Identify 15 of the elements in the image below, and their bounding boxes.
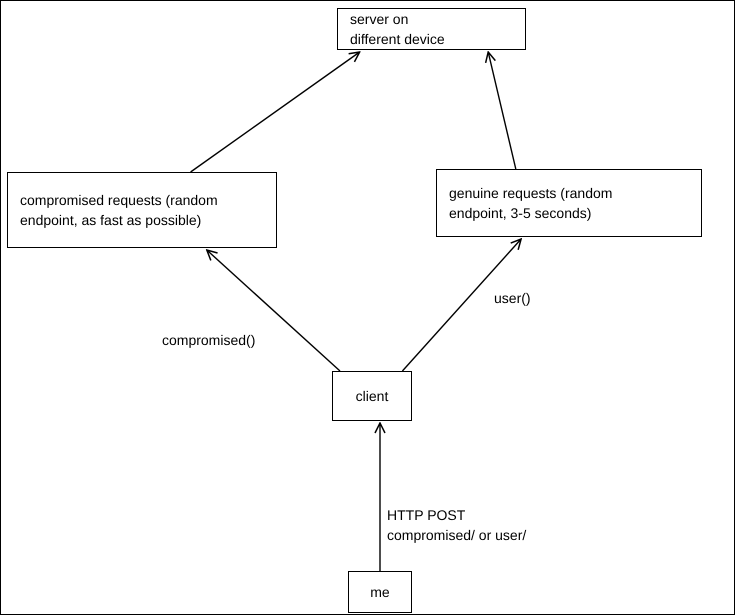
process-box: [436, 169, 702, 237]
arrow: [484, 51, 516, 170]
arrow: [190, 51, 360, 173]
box-text: compromised requests (random endpoint, as fast as possible): [20, 191, 219, 230]
process-box: [348, 571, 412, 613]
process-box: [7, 172, 277, 248]
box-text: server on different device: [350, 10, 446, 49]
arrow: [402, 238, 522, 372]
box-text: client: [356, 387, 388, 406]
box-text: genuine requests (random endpoint, 3-5 seconds): [449, 184, 614, 223]
process-box: [332, 371, 412, 421]
box-text: me: [370, 583, 390, 602]
arrow: [374, 422, 386, 571]
arrow: [206, 249, 340, 372]
process-box: [337, 8, 526, 50]
